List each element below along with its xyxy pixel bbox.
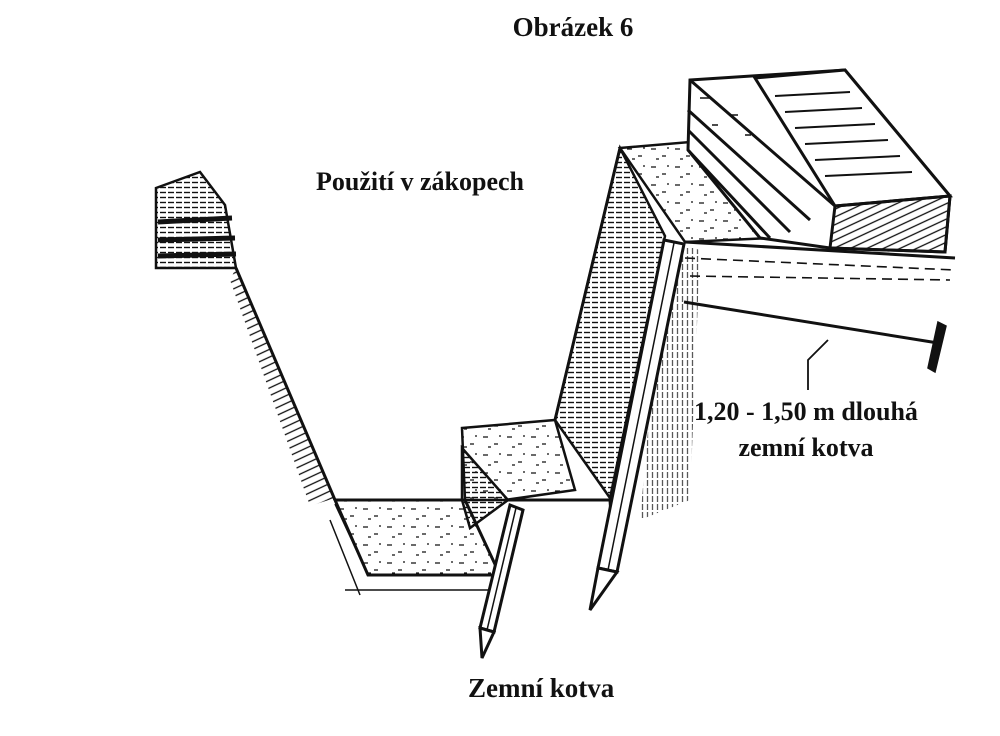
usage-label: Použití v zákopech: [316, 167, 524, 196]
left-ground: [154, 170, 238, 270]
long-anchor-label-line1: 1,20 - 1,50 m dlouhá: [694, 397, 918, 426]
short-ground-anchor: [478, 502, 525, 659]
stacked-boards: [686, 68, 953, 254]
figure-title: Obrázek 6: [512, 12, 634, 42]
left-trench-wall: [230, 267, 337, 506]
long-ground-anchor: [588, 238, 686, 611]
tie-anchor: [683, 300, 947, 390]
long-anchor-label-line2: zemní kotva: [738, 433, 874, 462]
right-trench-wall: [553, 144, 700, 520]
anchor-label: Zemní kotva: [468, 673, 615, 703]
long-anchor-label: 1,20 - 1,50 m dlouhá zemní kotva: [694, 394, 918, 466]
